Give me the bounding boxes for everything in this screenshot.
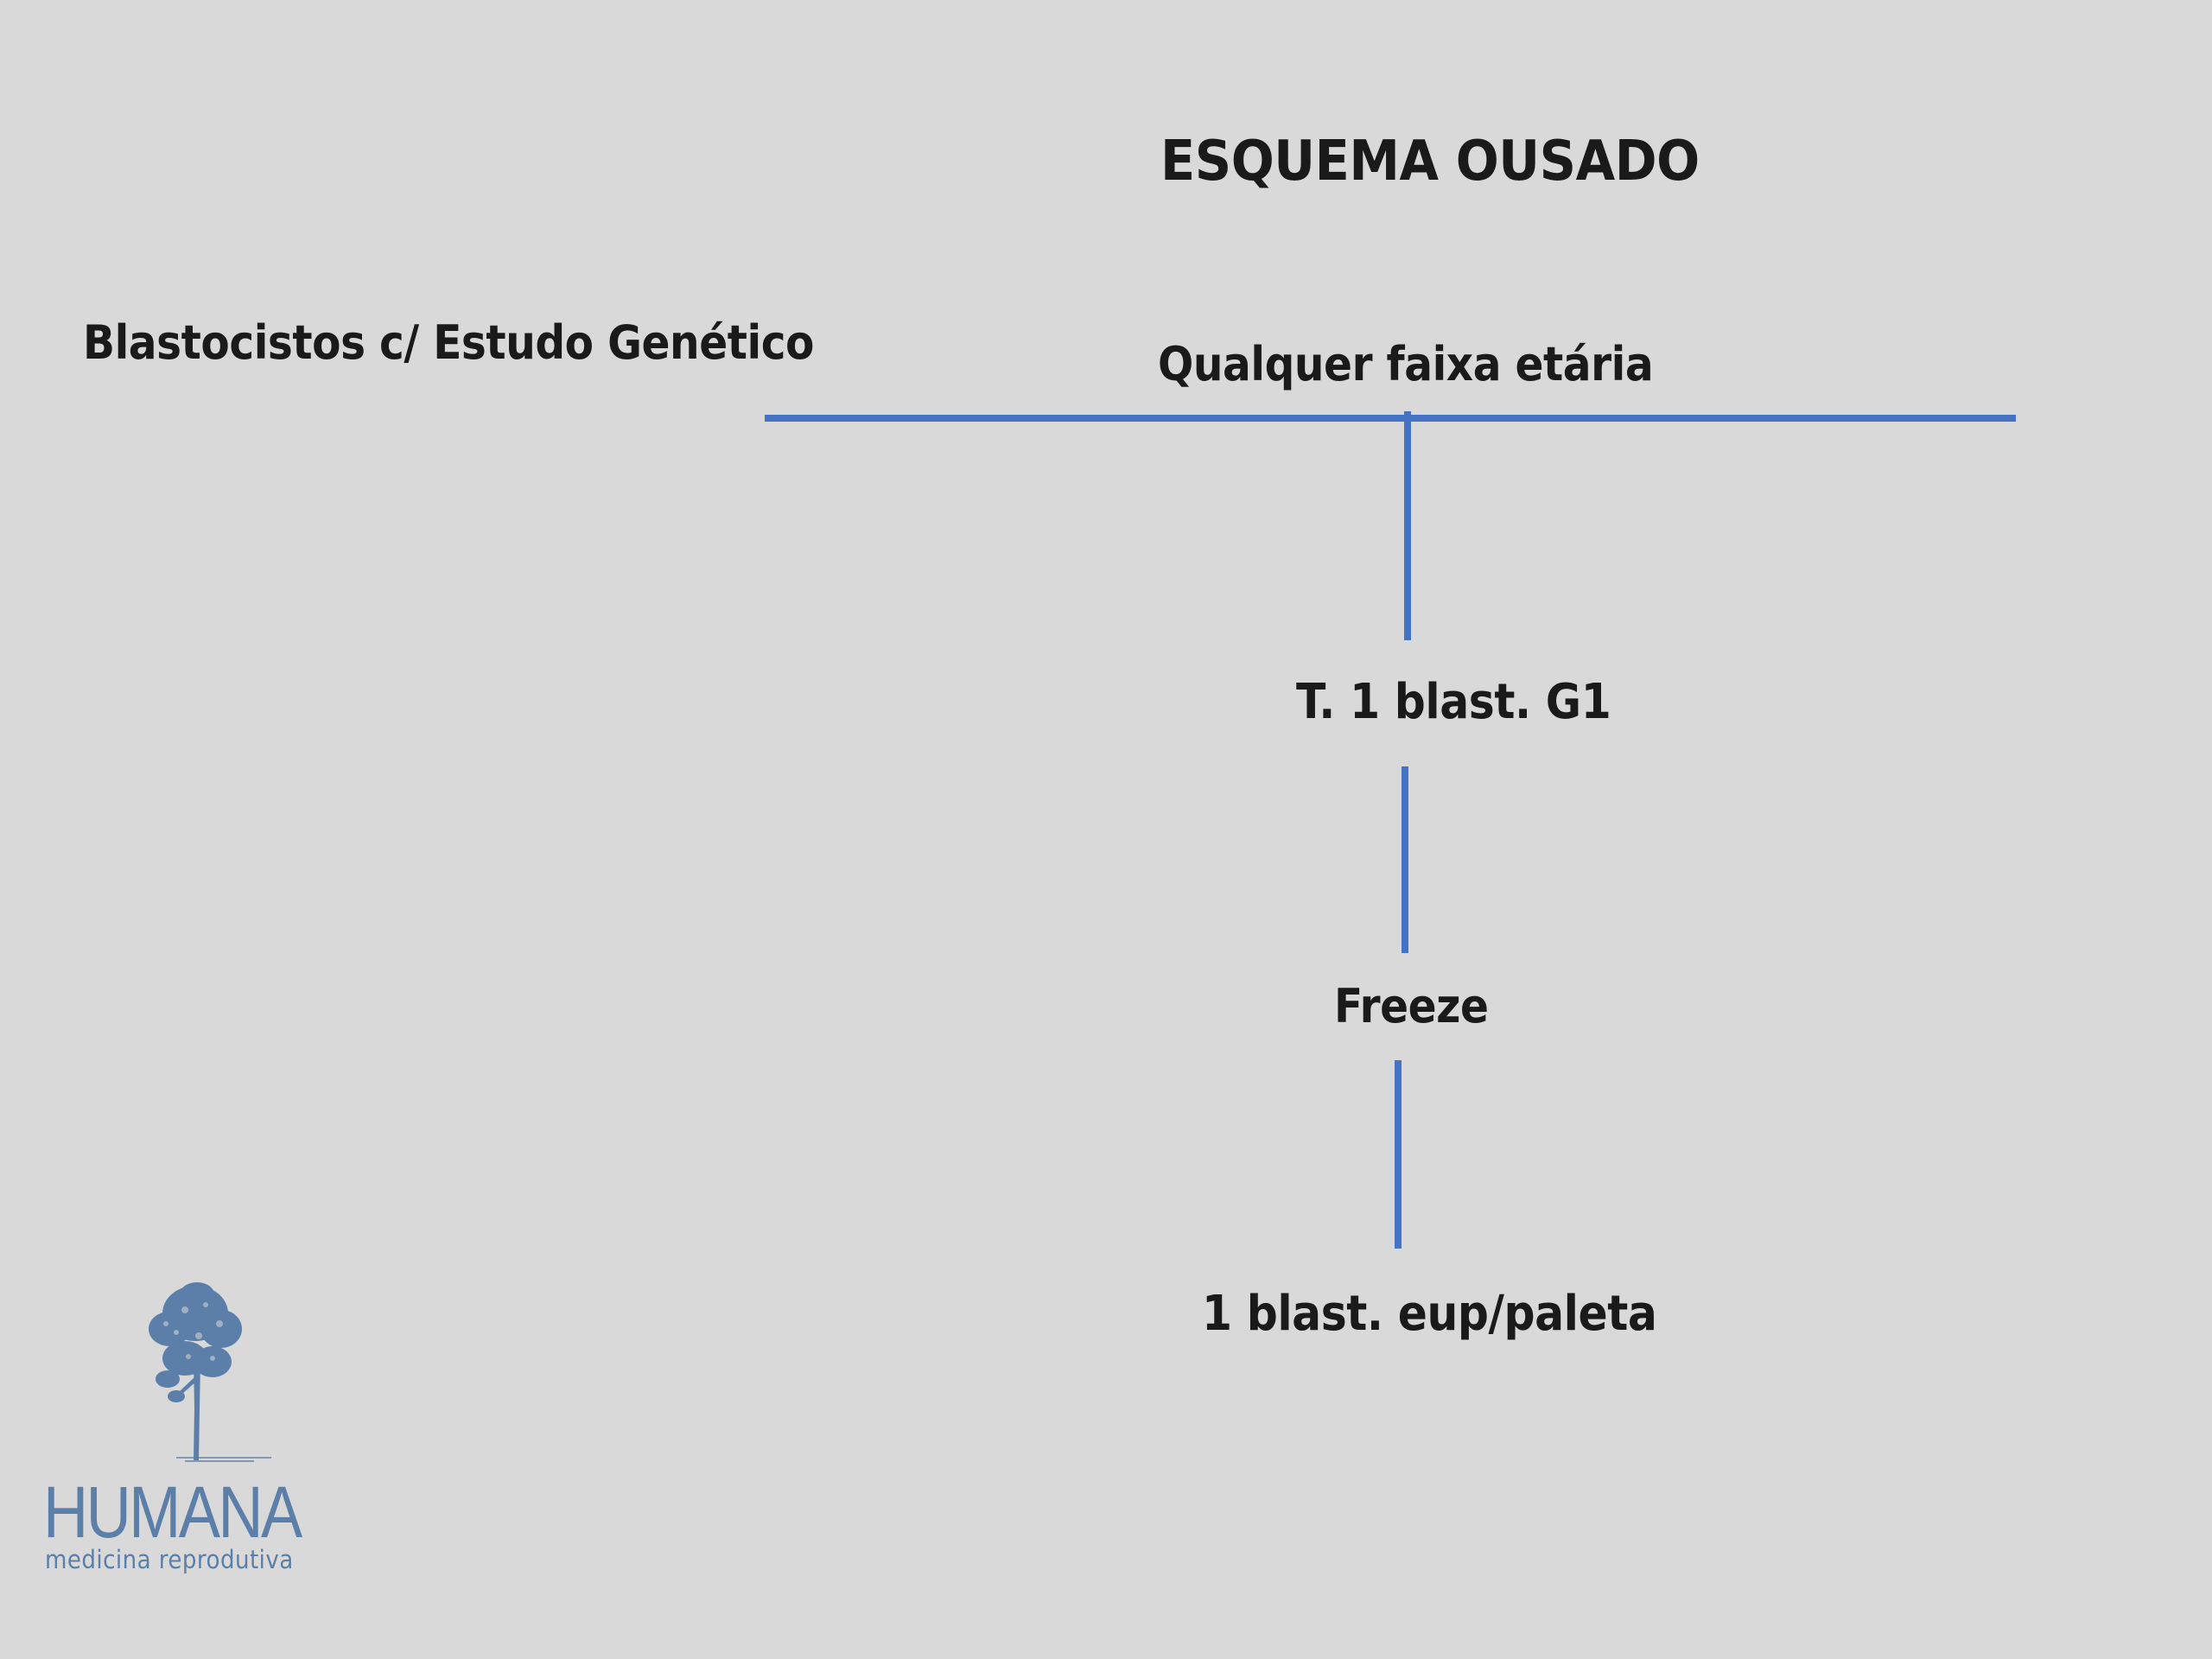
logo-wordmark: HUMANA (43, 1471, 302, 1553)
flow-step-2: Freeze (1334, 979, 1489, 1033)
column-label: Qualquer faixa etária (1158, 337, 1654, 391)
logo-tagline: medicina reprodutiva (45, 1545, 294, 1574)
flow-step-1: T. 1 blast. G1 (1296, 674, 1611, 730)
flow-step-3: 1 blast. eup/paleta (1202, 1286, 1657, 1342)
humana-logo: HUMANA medicina reprodutiva (38, 1279, 306, 1574)
connector-line-2 (1402, 766, 1408, 953)
connector-line-3 (1395, 1060, 1402, 1249)
tree-icon (149, 1282, 271, 1462)
connector-line-1 (1404, 411, 1411, 640)
slide-title: ESQUEMA OUSADO (1160, 130, 1700, 194)
horizontal-divider-line (765, 415, 2016, 422)
row-label: Blastocistos c/ Estudo Genético (83, 315, 814, 370)
